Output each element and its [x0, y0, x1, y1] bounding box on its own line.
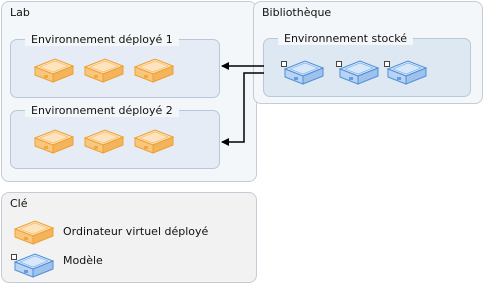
- lab-title: Lab: [10, 6, 30, 19]
- arrow-left-icon: [221, 72, 264, 146]
- deployed-vm-icon: [31, 126, 77, 158]
- deployed-environment-1: Environnement déployé 1: [10, 33, 220, 98]
- deployed-vm-icon: [31, 55, 77, 87]
- template-vm-icon: [384, 57, 430, 89]
- deployed-vm-icon: [81, 126, 127, 158]
- deployed-vm-icon: [81, 55, 127, 87]
- deployed-environment-1-label: Environnement déployé 1: [25, 33, 179, 46]
- key-panel: Clé Ordinateur virtuel déployé Modèle: [1, 192, 257, 283]
- key-title: Clé: [10, 197, 28, 210]
- key-deployed-vm-label: Ordinateur virtuel déployé: [63, 225, 209, 238]
- template-vm-icon: [336, 57, 382, 89]
- template-vm-icon: [281, 57, 327, 89]
- stored-environment: Environnement stocké: [263, 32, 471, 97]
- lab-panel: Lab Environnement déployé 1 Environnemen…: [1, 1, 257, 182]
- key-template-label: Modèle: [63, 254, 103, 267]
- deployed-environment-2: Environnement déployé 2: [10, 104, 220, 169]
- deployed-vm-icon: [131, 55, 177, 87]
- deployed-vm-icon: [131, 126, 177, 158]
- library-panel: Bibliothèque Environnement stocké: [253, 1, 483, 104]
- stored-environment-label: Environnement stocké: [278, 32, 414, 45]
- library-title: Bibliothèque: [262, 6, 332, 19]
- deployed-environment-2-label: Environnement déployé 2: [25, 104, 179, 117]
- deployed-vm-icon: [11, 217, 57, 249]
- template-vm-icon: [11, 250, 57, 282]
